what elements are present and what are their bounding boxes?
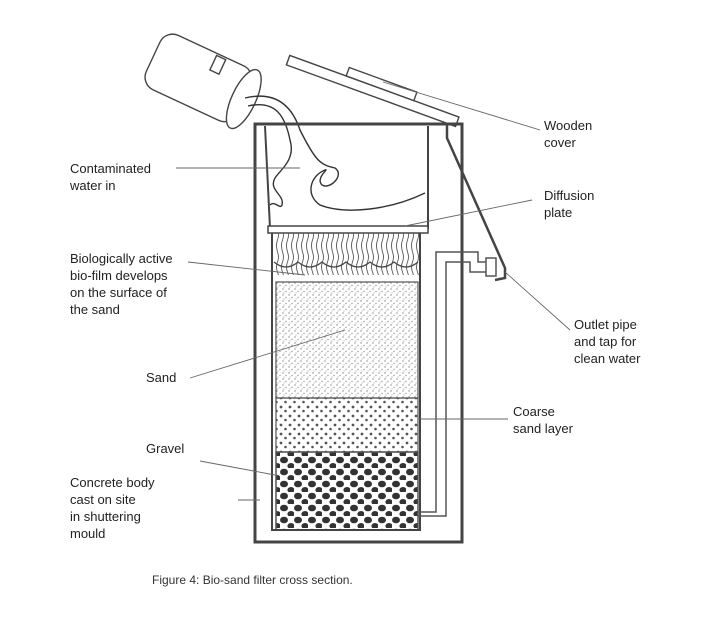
diffusion-plate	[267, 225, 429, 234]
label-gravel: Gravel	[146, 441, 185, 456]
label-contaminated-water: Contaminated water in	[70, 161, 151, 193]
water-stream	[244, 95, 426, 211]
gravel-layer	[275, 451, 419, 531]
label-diffusion-plate: Diffusion plate	[544, 188, 595, 220]
bucket	[144, 33, 262, 130]
concrete-body	[253, 122, 507, 544]
label-biofilm: Biologically active bio-film develops on…	[70, 251, 173, 317]
label-outlet-pipe: Outlet pipe and tap for clean water	[574, 317, 641, 366]
label-coarse-sand: Coarse sand layer	[513, 404, 573, 436]
coarse-sand-layer	[275, 397, 419, 453]
wooden-cover	[285, 54, 460, 128]
label-wooden-cover: Wooden cover	[544, 118, 593, 150]
biofilm-layer	[274, 233, 419, 275]
sand-layer	[275, 281, 419, 399]
outlet-pipe	[418, 251, 497, 517]
label-concrete-body: Concrete body cast on site in shuttering…	[70, 475, 155, 541]
figure-caption: Figure 4: Bio-sand filter cross section.	[152, 573, 353, 587]
leader-lines	[176, 81, 571, 501]
label-sand: Sand	[146, 370, 177, 385]
